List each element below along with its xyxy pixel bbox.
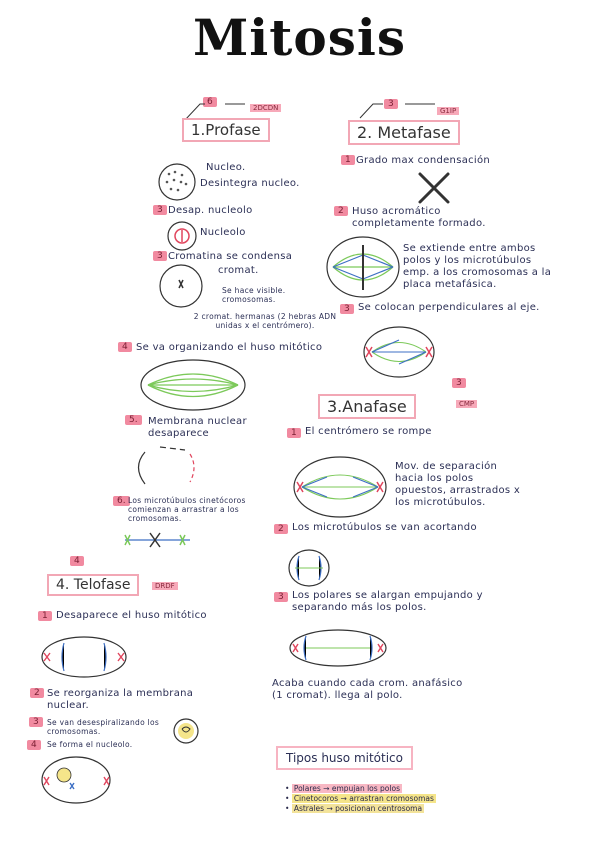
- profase-tag: 2DCDN: [250, 104, 282, 112]
- profase-number: 6: [203, 97, 217, 107]
- metafase-step-3-number: 3: [340, 304, 354, 314]
- telofase-step-4-text: Se forma el nucleolo.: [47, 740, 133, 749]
- tipos-item-astrales-text: Astrales → posicionan centrosoma: [291, 804, 425, 813]
- profase-step-3-text: Desap. nucleolo: [168, 205, 253, 216]
- anafase-step-2-number: 2: [274, 524, 288, 534]
- tipos-item-polares: • Polares → empujan los polos: [285, 784, 402, 793]
- acortando-drawing: [288, 549, 330, 587]
- anafase-acaba-text: Acaba cuando cada crom. anafásico (1 cro…: [272, 678, 463, 701]
- tipos-item-cinetocoros-text: Cinetocoros → arrastran cromosomas: [291, 794, 436, 803]
- telofase-step-2-text: Se reorganiza la membrana nuclear.: [47, 688, 194, 711]
- profase-step-3-number: 3: [153, 205, 167, 215]
- nucleus-drawing: [158, 163, 196, 201]
- tipos-item-polares-text: Polares → empujan los polos: [291, 784, 402, 793]
- huso-drawing: [140, 359, 246, 411]
- placa-metafasica-drawing: [326, 236, 400, 298]
- metafase-step-2-number: 2: [334, 206, 348, 216]
- profase-step-4-number: 4: [118, 342, 132, 352]
- metafase-arrows: [359, 103, 435, 119]
- nucleolo-formation-drawing: [41, 756, 111, 804]
- profase-step-5-text: Membrana nuclear desaparece: [148, 416, 247, 439]
- anafase-step-3-number: 3: [274, 592, 288, 602]
- cinetocoros-drawing: [124, 532, 190, 548]
- metafase-step-1-text: Grado max condensación: [356, 155, 491, 166]
- anafase-tag: CMP: [456, 400, 478, 408]
- profase-step-5-number: 5.: [125, 415, 142, 425]
- tipos-heading: Tipos huso mitótico: [276, 746, 413, 770]
- nucleo-label: Nucleo.: [206, 162, 246, 173]
- tipos-item-astrales: • Astrales → posicionan centrosoma: [285, 804, 425, 813]
- profase-arrows: [184, 103, 245, 121]
- cromatina-drawing: [159, 264, 203, 308]
- tipos-item-cinetocoros: • Cinetocoros → arrastran cromosomas: [285, 794, 436, 803]
- metafase-extiende-text: Se extiende entre ambos polos y los micr…: [403, 243, 552, 290]
- perpendiculares-drawing: [363, 326, 435, 378]
- telofase-number: 4: [70, 556, 84, 566]
- profase-step-3b-text: Cromatina se condensa: [168, 251, 293, 262]
- anafase-number: 3: [452, 378, 466, 388]
- visible-label: Se hace visible.: [222, 286, 286, 295]
- separacion-drawing: [293, 456, 387, 518]
- nucleolo-label: Nucleolo: [200, 227, 246, 238]
- cromat-label: cromat.: [218, 265, 259, 276]
- telofase-step-3-text: Se van desespiralizando los cromosomas.: [47, 718, 160, 736]
- profase-step-6-number: 6.: [113, 496, 130, 506]
- profase-step-4-text: Se va organizando el huso mitótico: [136, 342, 323, 353]
- profase-heading: 1.Profase: [182, 118, 270, 142]
- metafase-step-3-text: Se colocan perpendiculares al eje.: [358, 302, 540, 313]
- cromosomas-label: cromosomas.: [222, 295, 276, 304]
- membrana-drawing: [137, 446, 195, 485]
- profase-step-3b-number: 3: [153, 251, 167, 261]
- telofase-huso-drawing: [41, 636, 127, 678]
- metafase-tag: G1IP: [437, 107, 460, 115]
- cromat-detail: 2 cromat. hermanas (2 hebras ADN unidas …: [193, 312, 337, 330]
- telofase-tag: DRDF: [152, 582, 178, 590]
- anafase-step-1-text: El centrómero se rompe: [305, 426, 432, 437]
- telofase-heading: 4. Telofase: [47, 574, 140, 596]
- cromosoma-x-drawing: [418, 172, 450, 204]
- metafase-step-2-text: Huso acromático completamente formado.: [352, 206, 486, 229]
- nucleo-yellow-icon: [173, 718, 199, 744]
- profase-step-6-text: Los microtúbulos cinetócoros comienzan a…: [128, 496, 246, 523]
- anafase-mov-text: Mov. de separación hacia los polos opues…: [395, 461, 521, 508]
- telofase-step-1-text: Desaparece el huso mitótico: [56, 610, 207, 621]
- anafase-heading: 3.Anafase: [318, 394, 416, 419]
- polares-drawing: [289, 629, 387, 667]
- metafase-step-1-number: 1: [341, 155, 355, 165]
- telofase-step-4-number: 4: [27, 740, 41, 750]
- metafase-heading: 2. Metafase: [348, 120, 460, 145]
- nucleolo-drawing: [167, 221, 197, 251]
- anafase-step-2-text: Los microtúbulos se van acortando: [292, 522, 477, 533]
- anafase-step-3-text: Los polares se alargan empujando y separ…: [292, 590, 483, 613]
- telofase-step-3-number: 3: [29, 717, 43, 727]
- desintegra-label: Desintegra nucleo.: [200, 178, 300, 189]
- telofase-step-1-number: 1: [38, 611, 52, 621]
- anafase-step-1-number: 1: [287, 428, 301, 438]
- page-title: Mitosis: [192, 8, 407, 67]
- telofase-step-2-number: 2: [30, 688, 44, 698]
- metafase-number: 3: [384, 99, 398, 109]
